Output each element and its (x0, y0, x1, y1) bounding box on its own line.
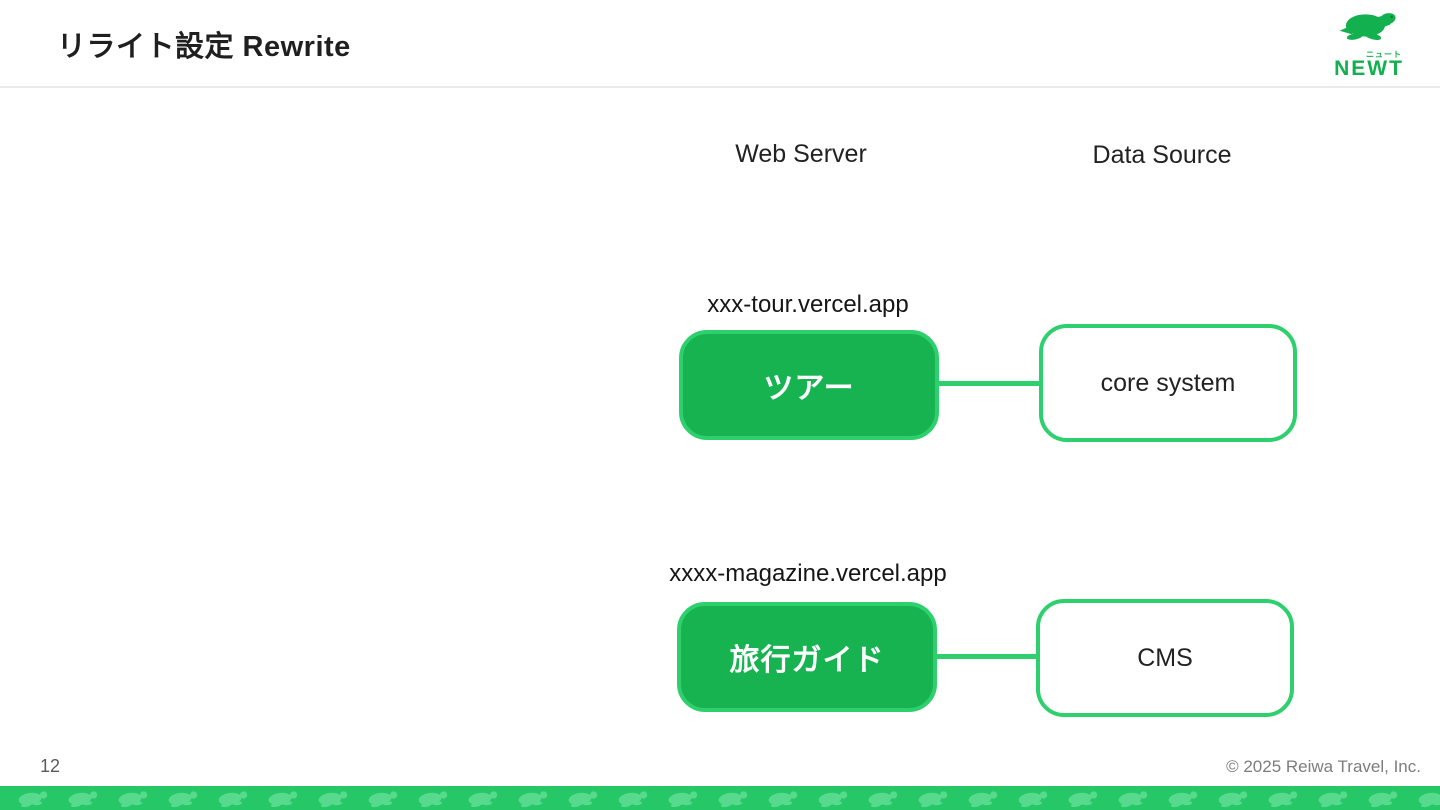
connector-line (936, 381, 1042, 386)
column-header-web-server: Web Server (735, 140, 867, 168)
turtle-pattern-icon (1018, 790, 1048, 807)
turtle-pattern-icon (168, 790, 198, 807)
turtle-pattern-icon (1218, 790, 1248, 807)
logo-wordmark: NEWT (1334, 57, 1404, 80)
newt-turtle-icon (1339, 13, 1396, 41)
turtle-pattern-icon (1368, 790, 1398, 807)
turtle-pattern-icon (218, 790, 248, 807)
turtle-pattern-icon (618, 790, 648, 807)
page-number: 12 (40, 756, 61, 776)
turtle-pattern-icon (18, 790, 48, 807)
turtle-pattern-icon (1168, 790, 1198, 807)
turtle-pattern-icon (1418, 792, 1440, 807)
turtle-pattern-icon (68, 790, 98, 807)
turtle-pattern-icon (918, 790, 948, 807)
source-node-core-system: core system (1039, 324, 1297, 442)
turtle-pattern-icon (468, 790, 498, 807)
page-title: リライト設定 Rewrite (57, 31, 351, 63)
copyright-text: © 2025 Reiwa Travel, Inc. (1226, 757, 1421, 776)
source-node-cms: CMS (1036, 599, 1294, 717)
turtle-pattern-icon (718, 790, 748, 807)
slide-header: リライト設定 Rewrite ニュート NEWT (0, 0, 1440, 88)
turtle-pattern-icon (868, 790, 898, 807)
column-header-data-source: Data Source (1092, 141, 1232, 169)
turtle-pattern-icon (368, 790, 398, 807)
turtle-pattern-icon (668, 790, 698, 807)
server-node-travel-guide: 旅行ガイド (677, 602, 937, 712)
turtle-pattern-icon (968, 790, 998, 807)
turtle-pattern-icon (318, 790, 348, 807)
turtle-pattern-icon (1118, 790, 1148, 807)
domain-label-magazine: xxxx-magazine.vercel.app (669, 560, 947, 587)
turtle-pattern-icon (268, 790, 298, 807)
connector-line (934, 654, 1039, 659)
turtle-pattern-icon (818, 790, 848, 807)
turtle-pattern-icon (568, 790, 598, 807)
server-node-tour: ツアー (679, 330, 939, 440)
turtle-pattern-icon (1318, 790, 1348, 807)
turtle-pattern-icon (768, 790, 798, 807)
logo-kana-label: ニュート (1366, 50, 1402, 59)
turtle-pattern-icon (418, 790, 448, 807)
turtle-pattern-icon (1068, 790, 1098, 807)
newt-logo: ニュート NEWT (1334, 8, 1404, 82)
footer-strip (0, 786, 1440, 810)
domain-label-tour: xxx-tour.vercel.app (707, 291, 909, 318)
turtle-pattern-icon (518, 790, 548, 807)
turtle-pattern-icon (1268, 790, 1298, 807)
turtle-pattern-icon (118, 790, 148, 807)
